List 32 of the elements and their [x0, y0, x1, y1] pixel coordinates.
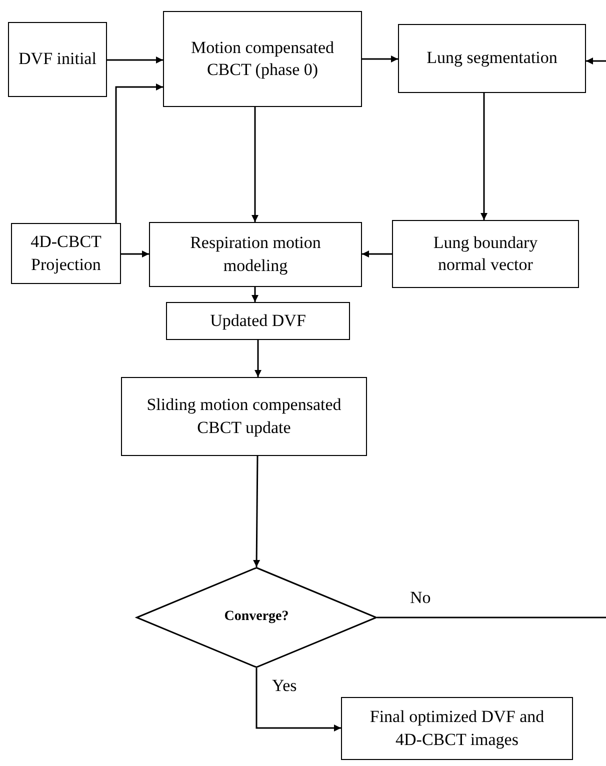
node-text: Converge? [223, 608, 290, 626]
node-text: Motion compensated CBCT (phase 0) [190, 36, 336, 81]
node-text: Respiration motion modeling [189, 232, 322, 277]
arrow [362, 250, 392, 258]
arrow [256, 668, 341, 732]
process-box [398, 24, 586, 93]
process-box [149, 222, 362, 287]
process-box [166, 302, 350, 340]
node-text: Sliding motion compensated CBCT update [146, 394, 342, 439]
process-box [392, 220, 579, 288]
node-text: 4D-CBCT Projection [30, 231, 102, 276]
process-box [163, 11, 362, 107]
arrow [107, 56, 163, 64]
arrow [253, 456, 260, 567]
node-text: Lung segmentation [426, 47, 558, 70]
process-box [11, 223, 121, 284]
arrow [252, 107, 258, 222]
process-box [121, 377, 367, 456]
arrow [480, 93, 488, 220]
node-text: DVF initial [18, 48, 98, 70]
node-text: Updated DVF [209, 310, 307, 332]
arrow [252, 287, 258, 302]
node-text: Final optimized DVF and 4D-CBCT images [368, 706, 546, 751]
arrow [586, 58, 606, 64]
arrow [362, 56, 398, 62]
arrow [254, 340, 262, 377]
process-box [8, 22, 107, 97]
process-box [341, 697, 573, 760]
decision-diamond [136, 567, 377, 668]
node-text: Lung boundary normal vector [432, 232, 539, 276]
arrow [121, 250, 149, 258]
arrow [115, 84, 163, 223]
